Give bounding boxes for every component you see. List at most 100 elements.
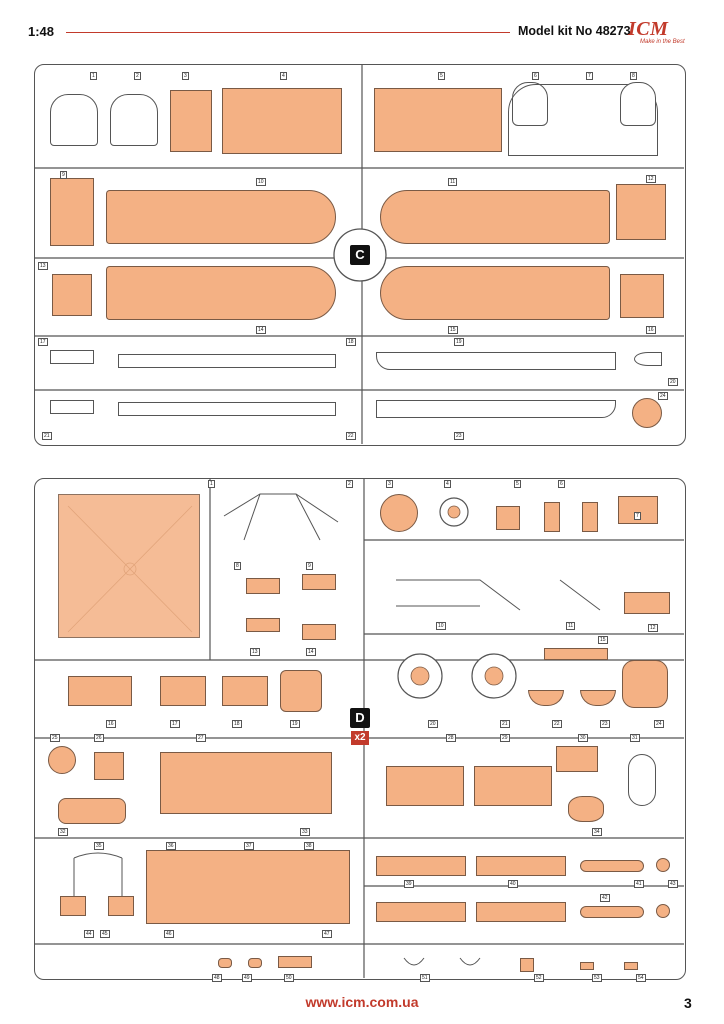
part-c9-panel [50, 178, 94, 246]
part-number: 17 [170, 720, 180, 728]
part-number: 38 [304, 842, 314, 850]
part-number: 54 [636, 974, 646, 982]
part-d50 [278, 956, 312, 968]
sprue-c-letter: C [350, 245, 370, 265]
part-number: 22 [346, 432, 356, 440]
part-number: 29 [500, 734, 510, 742]
part-number: 23 [454, 432, 464, 440]
part-c16-panel [620, 274, 664, 318]
part-number: 1 [90, 72, 97, 80]
part-d36-frame [146, 850, 350, 924]
part-d8 [246, 578, 280, 594]
part-d13 [246, 618, 280, 632]
part-number: 8 [234, 562, 241, 570]
part-number: 36 [166, 842, 176, 850]
part-number: 6 [558, 480, 565, 488]
part-number: 34 [592, 828, 602, 836]
part-number: 4 [280, 72, 287, 80]
logo-tagline: Make in the Best [640, 39, 685, 45]
part-c14-fuselage [106, 266, 336, 320]
part-d27-floor [160, 752, 332, 814]
page-number: 3 [684, 995, 692, 1011]
part-number: 49 [242, 974, 252, 982]
part-number: 24 [654, 720, 664, 728]
part-c19-blade [376, 352, 616, 370]
part-number: 9 [60, 171, 67, 179]
part-number: 33 [300, 828, 310, 836]
part-number: 46 [164, 930, 174, 938]
part-number: 21 [42, 432, 52, 440]
part-number: 31 [630, 734, 640, 742]
part-number: 21 [500, 720, 510, 728]
part-d18 [222, 676, 268, 706]
part-c8 [620, 82, 656, 126]
part-d31 [628, 754, 656, 806]
part-c15-fuselage [380, 266, 610, 320]
part-number: 47 [322, 930, 332, 938]
part-c3 [170, 90, 212, 152]
part-number: 30 [578, 734, 588, 742]
part-d40b [476, 902, 566, 922]
part-number: 42 [600, 894, 610, 902]
part-number: 28 [446, 734, 456, 742]
part-number: 43 [668, 880, 678, 888]
part-d43a [656, 858, 670, 872]
part-d34 [568, 796, 604, 822]
part-number: 23 [600, 720, 610, 728]
part-c18-strut [118, 354, 336, 368]
part-number: 50 [284, 974, 294, 982]
part-d32 [58, 798, 126, 824]
part-c22-strut [118, 402, 336, 416]
part-number: 14 [256, 326, 266, 334]
part-number: 48 [212, 974, 222, 982]
part-number: 24 [658, 392, 668, 400]
part-number: 14 [306, 648, 316, 656]
sprue-d-multiplier: x2 [351, 731, 369, 745]
part-d24 [622, 660, 668, 708]
part-number: 3 [386, 480, 393, 488]
part-d39 [376, 856, 466, 876]
part-number: 16 [646, 326, 656, 334]
part-d41 [580, 860, 644, 872]
part-d19 [280, 670, 322, 712]
part-number: 18 [232, 720, 242, 728]
part-d43b [656, 904, 670, 918]
part-c2-seat [110, 94, 158, 146]
part-d25 [48, 746, 76, 774]
part-number: 7 [586, 72, 593, 80]
part-number: 7 [634, 512, 641, 520]
scale-label: 1:48 [28, 24, 55, 39]
part-number: 39 [404, 880, 414, 888]
part-d15 [544, 648, 608, 660]
part-d42 [580, 906, 644, 918]
part-number: 10 [256, 178, 266, 186]
part-d9 [302, 574, 336, 590]
part-d30 [556, 746, 598, 772]
part-number: 44 [84, 930, 94, 938]
website-link[interactable]: www.icm.com.ua [305, 994, 419, 1010]
part-number: 26 [94, 734, 104, 742]
part-number: 32 [58, 828, 68, 836]
part-number: 15 [448, 326, 458, 334]
part-d40 [476, 856, 566, 876]
part-number: 19 [290, 720, 300, 728]
part-d6a [544, 502, 560, 532]
part-number: 52 [534, 974, 544, 982]
part-number: 12 [646, 175, 656, 183]
part-number: 3 [182, 72, 189, 80]
part-d16-radio [68, 676, 132, 706]
part-d54 [624, 962, 638, 970]
part-number: 22 [552, 720, 562, 728]
part-number: 17 [38, 338, 48, 346]
part-number: 41 [634, 880, 644, 888]
part-d49 [248, 958, 262, 968]
part-number: 9 [306, 562, 313, 570]
part-number: 18 [346, 338, 356, 346]
part-number: 13 [250, 648, 260, 656]
part-c24-disc [632, 398, 662, 428]
part-number: 27 [196, 734, 206, 742]
sprue-d-letter: D [350, 708, 370, 728]
part-c12-console [616, 184, 666, 240]
part-number: 20 [668, 378, 678, 386]
part-number: 51 [420, 974, 430, 982]
